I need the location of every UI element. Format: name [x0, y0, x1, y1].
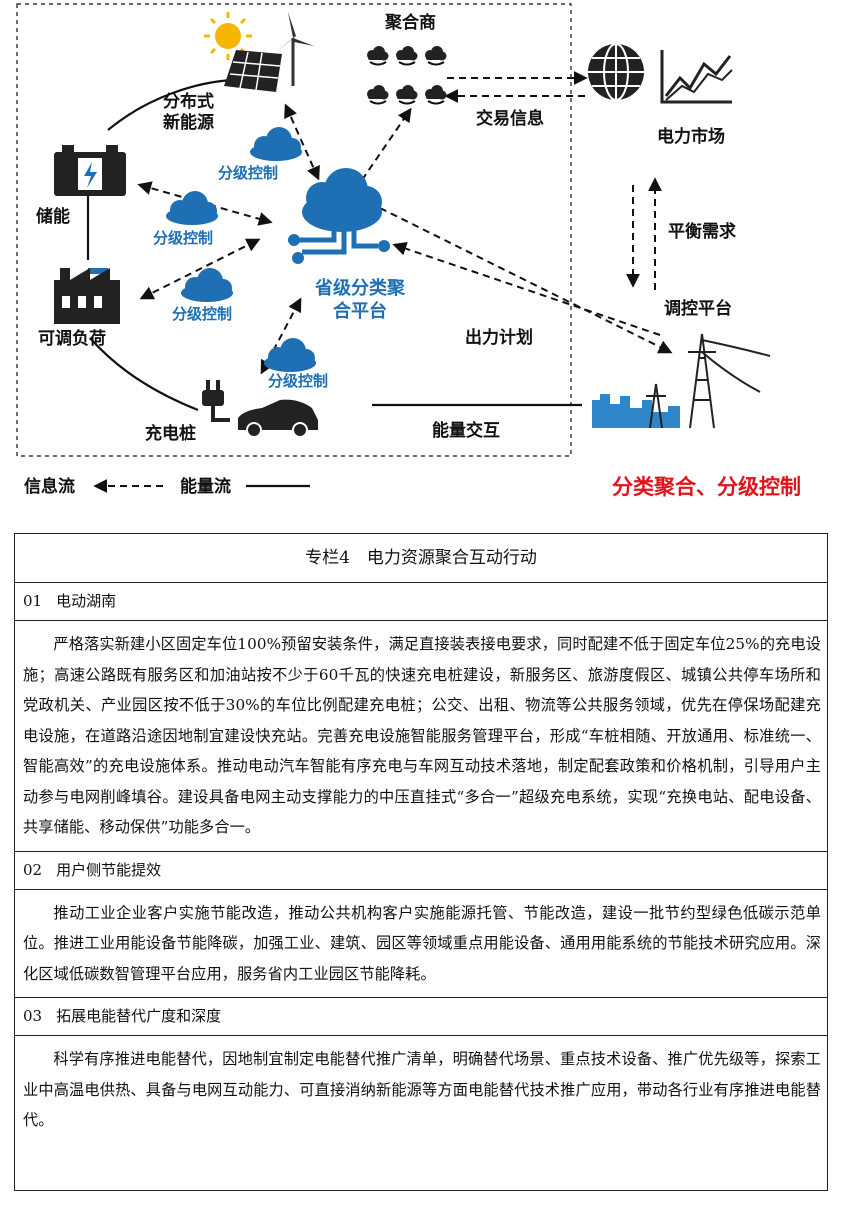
slogan: 分类聚合、分级控制 [612, 475, 801, 499]
label-control-1: 分级控制 [218, 164, 278, 182]
column-box: 专栏4 电力资源聚合互动行动 01 电动湖南 严格落实新建小区固定车位100%预留… [14, 533, 828, 1191]
control-cloud-2 [166, 191, 218, 225]
label-control-2: 分级控制 [153, 229, 213, 247]
legend-info-flow: 信息流 [24, 476, 75, 497]
section-title: 电动湖南 [56, 592, 116, 610]
section-body-01: 严格落实新建小区固定车位100%预留安装条件，满足直接装表接电要求，同时配建不低… [15, 621, 827, 852]
charging-plug-icon [202, 380, 230, 420]
aggregator-icon [367, 46, 447, 104]
section-heading-01: 01 电动湖南 [15, 583, 827, 621]
battery-storage-icon [54, 145, 126, 196]
label-center-2: 合平台 [333, 300, 387, 322]
label-center-1: 省级分类聚 [314, 277, 406, 299]
legend-energy-flow: 能量流 [180, 476, 231, 497]
control-cloud-1 [250, 127, 302, 161]
label-control-3: 分级控制 [172, 305, 232, 323]
control-cloud-3 [181, 268, 233, 302]
section-title: 拓展电能替代广度和深度 [56, 1007, 221, 1025]
solar-panel-icon [224, 50, 282, 92]
section-body-03: 科学有序推进电能替代，因地制宜制定电能替代推广清单，明确替代场景、重点技术设备、… [15, 1036, 827, 1144]
label-trade-info: 交易信息 [476, 108, 544, 129]
label-control-4: 分级控制 [268, 372, 328, 390]
wind-turbine-icon [276, 12, 314, 86]
section-title: 用户侧节能提效 [56, 861, 161, 879]
label-dispatch-platform: 调控平台 [664, 298, 732, 319]
electric-car-icon [238, 400, 318, 437]
factory-icon [54, 268, 120, 324]
globe-icon [588, 44, 644, 100]
control-cloud-4 [264, 338, 316, 372]
label-aggregator: 聚合商 [384, 12, 436, 33]
label-distributed-1: 分布式 [163, 91, 214, 112]
label-balance-demand: 平衡需求 [668, 221, 736, 242]
city-grid-icon [592, 334, 770, 428]
column-title: 专栏4 电力资源聚合互动行动 [15, 534, 827, 583]
info-flow-arrows [140, 78, 670, 372]
section-heading-02: 02 用户侧节能提效 [15, 852, 827, 890]
market-chart-icon [662, 50, 732, 102]
section-number: 02 [23, 861, 42, 879]
section-body-02: 推动工业企业客户实施节能改造，推动公共机构客户实施能源托管、节能改造，建设一批节… [15, 890, 827, 999]
label-charging-pile: 充电桩 [145, 423, 196, 444]
section-number: 03 [23, 1007, 42, 1025]
aggregation-diagram: 分布式 新能源 储能 可调负荷 充电桩 聚合商 [0, 0, 850, 512]
label-power-market: 电力市场 [657, 126, 725, 147]
label-energy-interaction: 能量交互 [432, 420, 500, 441]
label-output-plan: 出力计划 [465, 327, 533, 348]
label-distributed-2: 新能源 [163, 112, 214, 133]
label-storage: 储能 [36, 206, 70, 227]
central-cloud-platform-icon [288, 168, 390, 264]
section-number: 01 [23, 592, 42, 610]
section-heading-03: 03 拓展电能替代广度和深度 [15, 998, 827, 1036]
label-adjustable-load: 可调负荷 [38, 328, 106, 349]
